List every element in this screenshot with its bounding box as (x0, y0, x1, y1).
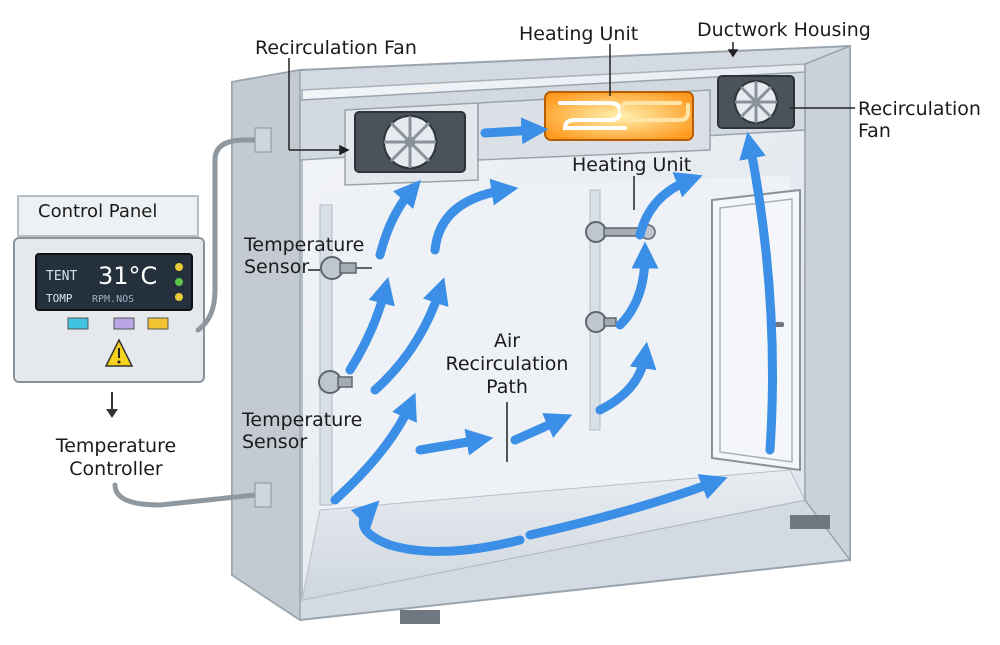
label-recirculation-line2: Recirculation (445, 353, 569, 375)
label-temperature-controller-line2: Controller (69, 458, 163, 480)
label-heating-unit-top: Heating Unit (519, 23, 639, 45)
left-fan-icon (354, 111, 466, 173)
label-path-line3: Path (486, 376, 528, 398)
right-fan-icon (717, 75, 795, 129)
label-recirculation-fan-left: Recirculation Fan (255, 37, 417, 59)
label-temperature-sensor-upper-line1: Temperature (244, 234, 365, 256)
label-control-panel: Control Panel (38, 201, 158, 222)
cable-connector-bottom (254, 482, 272, 508)
label-temperature-sensor-lower-line2: Sensor (242, 431, 308, 453)
display-line2-value: RPM.NOS (92, 294, 134, 305)
display-temperature: 31°C (98, 262, 157, 290)
airflow-arrows (330, 117, 777, 556)
heating-coil-icon (544, 91, 694, 141)
door-icon (711, 188, 801, 472)
label-air-line1: Air (493, 330, 521, 352)
label-recirculation-fan-right-line1: Recirculation (858, 98, 981, 120)
cables (112, 137, 265, 508)
label-ductwork-housing: Ductwork Housing (697, 19, 871, 41)
leader-lines (288, 42, 855, 462)
control-panel-icon: TENT 31°C TOMP RPM.NOS (13, 195, 205, 383)
sensor-probe-icons (318, 221, 656, 394)
cable-connector-top (254, 127, 272, 153)
down-arrow-icon (106, 392, 118, 418)
display-line2-label: TOMP (46, 292, 73, 305)
label-temperature-sensor-lower-line1: Temperature (242, 409, 363, 431)
label-recirculation-fan-right-line2: Fan (858, 120, 891, 142)
display-line1-label: TENT (46, 269, 77, 284)
label-temperature-controller-line1: Temperature (55, 435, 177, 457)
label-heating-unit-mid: Heating Unit (572, 154, 692, 176)
label-temperature-sensor-upper-line2: Sensor (244, 256, 310, 278)
